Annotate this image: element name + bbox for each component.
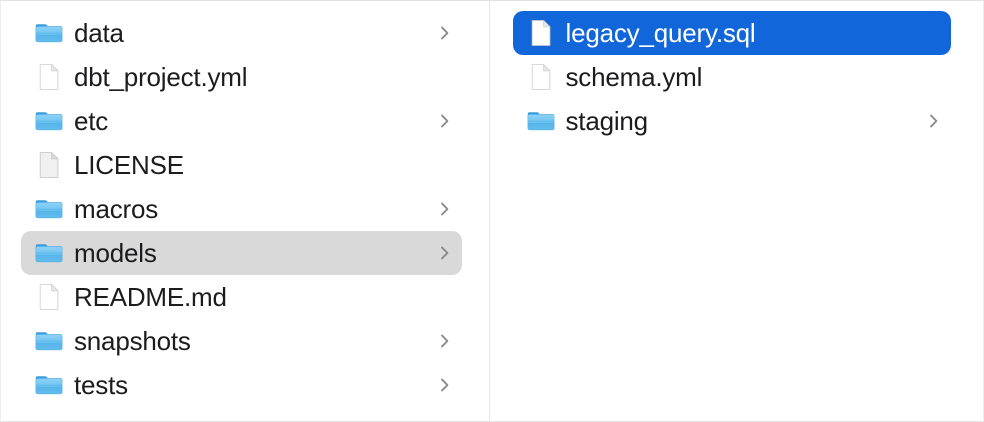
chevron-right-icon[interactable] [927,110,941,132]
file-list-parent: data dbt_project.yml etc LICENSE [1,11,489,407]
file-row[interactable]: legacy_query.sql [512,11,951,55]
file-name-label: models [74,238,157,268]
folder-icon [34,238,64,268]
file-name-label: schema.yml [565,62,703,92]
file-name-label: tests [74,370,128,400]
chevron-right-icon[interactable] [438,110,452,132]
folder-icon [34,370,64,400]
file-row[interactable]: macros [21,187,462,231]
file-list-child: legacy_query.sql schema.yml staging [490,11,984,143]
file-name-label: data [74,18,124,48]
chevron-right-icon[interactable] [438,22,452,44]
generic-document-icon [34,150,64,180]
folder-icon [34,326,64,356]
folder-icon [526,106,556,136]
file-row[interactable]: README.md [21,275,462,319]
file-row[interactable]: etc [21,99,462,143]
document-icon [34,62,64,92]
file-row[interactable]: data [21,11,462,55]
file-name-label: README.md [74,282,227,312]
file-name-label: snapshots [74,326,191,356]
finder-column-parent: data dbt_project.yml etc LICENSE [1,1,490,421]
document-icon [526,18,556,48]
document-icon [34,282,64,312]
file-name-label: legacy_query.sql [565,18,756,48]
file-name-label: macros [74,194,159,224]
folder-icon [34,106,64,136]
finder-column-child: legacy_query.sql schema.yml staging [490,1,984,421]
file-row[interactable]: tests [21,363,462,407]
folder-icon [34,18,64,48]
file-row[interactable]: snapshots [21,319,462,363]
file-name-label: dbt_project.yml [74,62,248,92]
file-row[interactable]: staging [513,99,952,143]
chevron-right-icon[interactable] [438,374,452,396]
file-name-label: etc [74,106,109,136]
chevron-right-icon[interactable] [438,198,452,220]
file-name-label: staging [565,106,649,136]
document-icon [526,62,556,92]
chevron-right-icon[interactable] [438,242,452,264]
file-row[interactable]: models [21,231,462,275]
chevron-right-icon[interactable] [438,330,452,352]
file-row[interactable]: LICENSE [21,143,462,187]
folder-icon [34,194,64,224]
file-row[interactable]: dbt_project.yml [21,55,462,99]
file-name-label: LICENSE [74,150,184,180]
file-row[interactable]: schema.yml [513,55,952,99]
